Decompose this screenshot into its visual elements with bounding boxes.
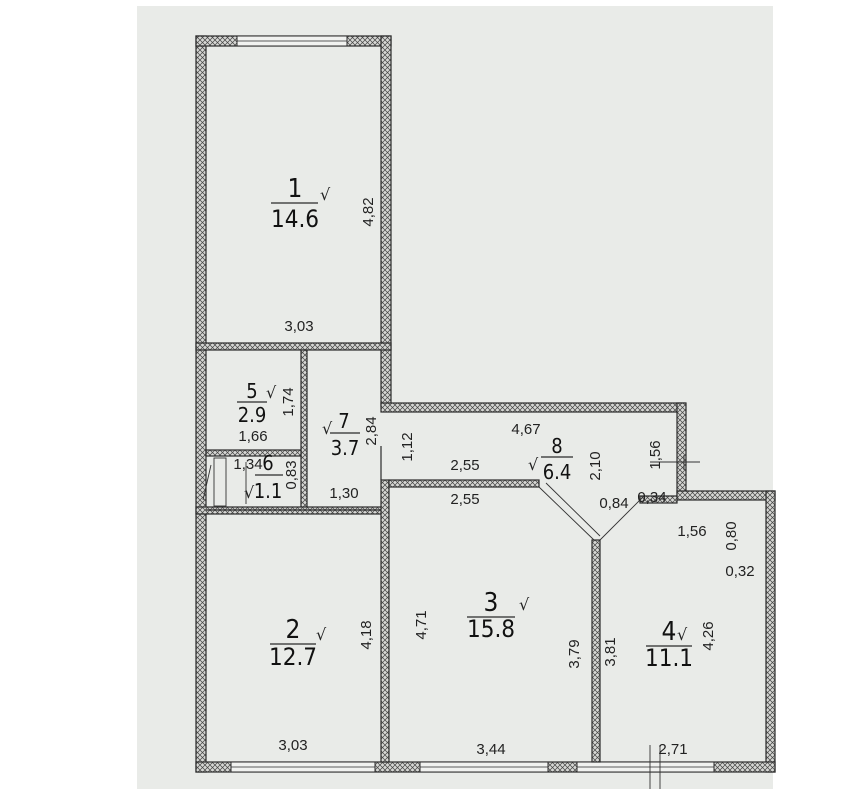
check-mark: √ [320, 185, 331, 204]
dim-r8-right: 1,56 [647, 440, 664, 469]
wall-right-room4 [765, 490, 776, 773]
dim-r5-width: 1,66 [238, 428, 267, 445]
interior-walls [195, 342, 678, 763]
wall-between-5-7 [300, 349, 308, 511]
dim-r7-width: 1,30 [329, 485, 358, 502]
room-area: 11.1 [645, 644, 693, 672]
room-3-label: 3 15.8 √ [467, 588, 530, 643]
room-1-label: 1 14.6 √ [271, 174, 331, 233]
dim-r1-width: 3,03 [284, 318, 313, 335]
room-number: 3 [484, 588, 499, 618]
check-mark: √ [528, 455, 539, 474]
room-7-label: 7 3.7 √ [322, 409, 360, 460]
room-number: 6 [262, 451, 273, 475]
dim-corridor-low: 2,55 [450, 491, 479, 508]
dim-r8-gap: 0,34 [637, 489, 666, 506]
windows [230, 35, 715, 789]
dim-r3-width: 3,44 [476, 741, 505, 758]
dim-r7-height: 2,84 [363, 416, 380, 445]
dim-r4-notch-h: 0,80 [723, 521, 740, 550]
dim-r6-height: 0,83 [283, 460, 300, 489]
dim-r4-width: 2,71 [658, 741, 687, 758]
room-number: 2 [286, 615, 301, 645]
room-2-label: 2 12.7 √ [269, 615, 327, 671]
dim-r2-height: 4,18 [358, 620, 375, 649]
dim-corridor-left: 1,12 [399, 432, 416, 461]
dim-r3-inner: 3,79 [566, 639, 583, 668]
room-number: 7 [338, 409, 349, 433]
dim-r6-width: 1,34 [233, 456, 262, 473]
dim-r1-height: 4,82 [360, 197, 377, 226]
room-number: 1 [288, 174, 303, 204]
room-area: 3.7 [331, 436, 360, 460]
dim-r8-height: 2,10 [587, 451, 604, 480]
room-number: 8 [551, 434, 562, 458]
dim-r5-height: 1,74 [280, 387, 297, 416]
room-number: 5 [246, 379, 257, 403]
dim-r4-top: 1,56 [677, 523, 706, 540]
dim-r4-height: 4,26 [700, 621, 717, 650]
check-mark: √ [266, 383, 277, 402]
dim-r4-notch-w: 0,32 [725, 563, 754, 580]
room-number: 4 [662, 617, 677, 647]
room-area: 14.6 [271, 205, 319, 233]
wall-left [195, 35, 207, 773]
check-mark: √ [244, 483, 255, 502]
wall-below-corridor [388, 479, 540, 488]
check-mark: √ [316, 625, 327, 644]
check-mark: √ [322, 419, 333, 438]
room-5-label: 5 2.9 √ [237, 379, 277, 427]
room-4-label: 4 11.1 √ [645, 617, 693, 672]
room-area: 6.4 [543, 460, 572, 484]
wall-below-room1 [195, 342, 392, 351]
check-mark: √ [519, 595, 530, 614]
wall-top-corridor [380, 402, 686, 413]
room-area: 1.1 [254, 479, 283, 503]
wall-right-corridor [676, 402, 687, 499]
dim-corridor-top: 4,67 [511, 421, 540, 438]
check-mark: √ [677, 625, 688, 644]
wall-top-room4 [676, 490, 776, 501]
room-area: 2.9 [238, 403, 267, 427]
dim-r2-width: 3,03 [278, 737, 307, 754]
room-8-label: 8 6.4 √ [528, 434, 573, 484]
dim-r3-height: 4,71 [413, 610, 430, 639]
wall-between-2-3 [380, 479, 390, 763]
room-6-label: 6 1.1 √ [244, 451, 283, 503]
dim-r8-step: 0,84 [599, 495, 628, 512]
paper-background [137, 6, 773, 789]
room-area: 15.8 [467, 615, 515, 643]
wall-between-5-6 [205, 449, 302, 457]
dim-r4-left: 3,81 [602, 637, 619, 666]
dim-corridor-mid: 2,55 [450, 457, 479, 474]
wall-between-3-4 [591, 539, 601, 763]
room-area: 12.7 [269, 643, 317, 671]
dimension-labels: 3,03 4,82 1,66 1,74 1,34 0,83 2,84 1,30 … [233, 197, 754, 758]
